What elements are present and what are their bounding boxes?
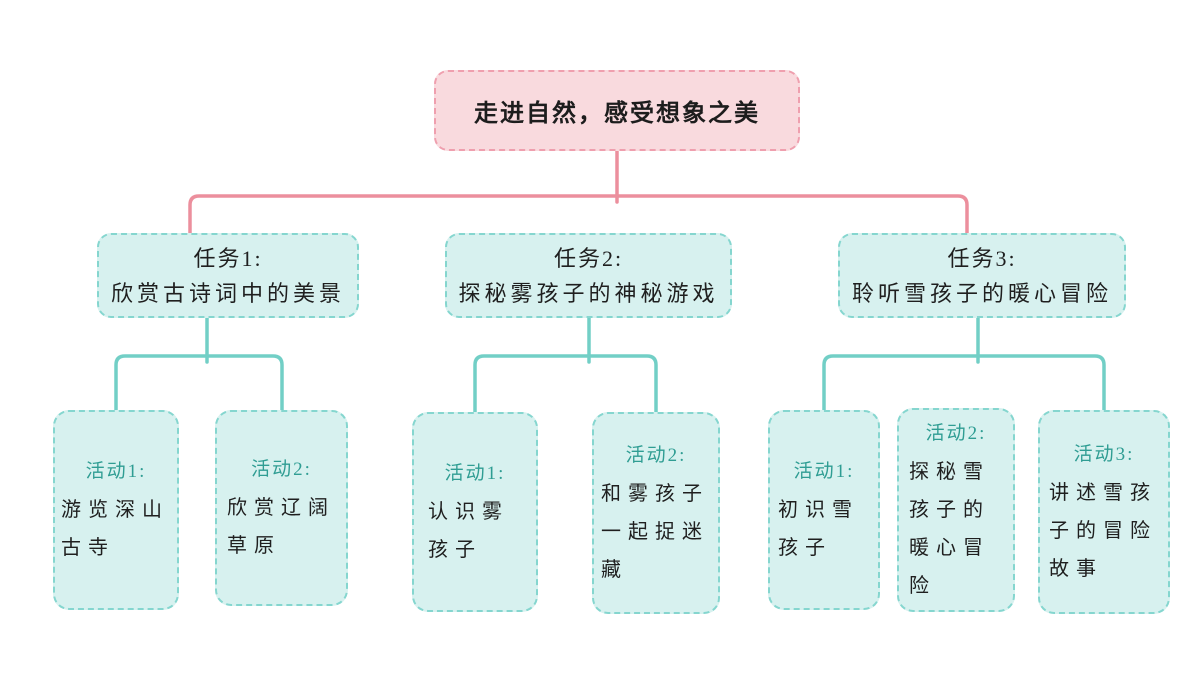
task-1-title: 欣赏古诗词中的美景 xyxy=(110,280,345,306)
root-title: 走进自然，感受想象之美 xyxy=(474,100,760,127)
task-1-label: 任务1: xyxy=(193,245,263,271)
task-3-label: 任务3: xyxy=(947,245,1017,271)
activity-1-1-text: 游览深山古寺 xyxy=(61,499,169,559)
activity-node-3-1: 活动1: 初识雪孩子 xyxy=(768,410,880,610)
activity-3-2-text: 探秘雪孩子的暖心冒险 xyxy=(909,461,990,597)
activity-2-2-label: 活动2: xyxy=(625,445,687,466)
task2-activities-rail-line xyxy=(473,354,658,414)
root-node: 走进自然，感受想象之美 xyxy=(434,70,800,151)
tasks-rail-line xyxy=(188,194,969,235)
activity-3-1-text: 初识雪孩子 xyxy=(778,499,859,559)
activity-3-1-label: 活动1: xyxy=(793,461,855,482)
activity-1-2-text: 欣赏辽阔草原 xyxy=(227,497,335,557)
task-node-3: 任务3: 聆听雪孩子的暖心冒险 xyxy=(838,233,1126,318)
activity-3-3-label: 活动3: xyxy=(1073,444,1135,465)
activity-node-3-2: 活动2: 探秘雪孩子的暖心冒险 xyxy=(897,408,1015,612)
activity-node-2-2: 活动2: 和雾孩子一起捉迷藏 xyxy=(592,412,720,614)
task-node-1: 任务1: 欣赏古诗词中的美景 xyxy=(97,233,359,318)
task-node-2: 任务2: 探秘雾孩子的神秘游戏 xyxy=(445,233,732,318)
activity-3-2-label: 活动2: xyxy=(925,423,987,444)
activity-2-1-label: 活动1: xyxy=(444,463,506,484)
task-2-title: 探秘雾孩子的神秘游戏 xyxy=(458,280,719,306)
task-3-title: 聆听雪孩子的暖心冒险 xyxy=(851,280,1112,306)
activity-1-1-label: 活动1: xyxy=(85,461,147,482)
activity-1-2-label: 活动2: xyxy=(251,459,312,480)
activity-node-3-3: 活动3: 讲述雪孩子的冒险故事 xyxy=(1038,410,1170,614)
task1-activities-rail-line xyxy=(114,354,284,412)
task3-activities-rail-line xyxy=(822,354,1106,412)
activity-node-2-1: 活动1: 认识雾孩子 xyxy=(412,412,538,612)
activity-node-1-2: 活动2: 欣赏辽阔草原 xyxy=(215,410,348,606)
task-2-label: 任务2: xyxy=(553,245,624,271)
activity-2-2-text: 和雾孩子一起捉迷藏 xyxy=(601,483,709,581)
activity-2-1-text: 认识雾孩子 xyxy=(428,501,509,561)
activity-node-1-1: 活动1: 游览深山古寺 xyxy=(53,410,179,610)
activity-3-3-text: 讲述雪孩子的冒险故事 xyxy=(1049,482,1157,580)
